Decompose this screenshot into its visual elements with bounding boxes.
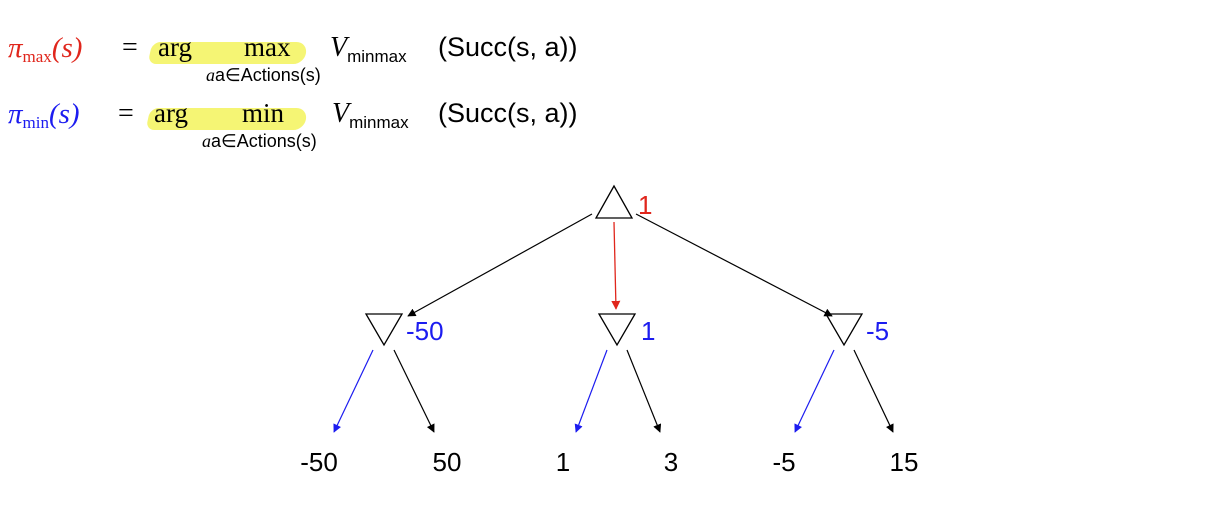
leaf-value: 3 <box>664 447 678 477</box>
edge-min1-to-leaf1-chosen <box>333 349 374 433</box>
edge-root-to-min3 <box>635 213 833 317</box>
edge-min3-to-leaf1-chosen <box>794 349 835 433</box>
root-max-node <box>594 184 634 219</box>
root-value-label: 1 <box>638 190 652 220</box>
leaf-value: -50 <box>300 447 338 477</box>
edge-min2-to-leaf2 <box>626 349 662 433</box>
min-node-1 <box>364 313 404 347</box>
arg-word: arg <box>158 32 192 62</box>
min-node-3 <box>824 313 864 347</box>
min-operator: min <box>242 98 285 128</box>
leaf-value: 1 <box>556 447 570 477</box>
v-minmax: Vminmax <box>330 32 407 66</box>
min-node-1-value: -50 <box>406 316 444 346</box>
leaf-value: 15 <box>890 447 919 477</box>
edge-root-to-min2-chosen <box>611 221 621 310</box>
leaf-value: -5 <box>772 447 795 477</box>
equals-sign: = <box>122 32 138 63</box>
succ-expression: (Succ(s, a)) <box>438 98 578 128</box>
leaf-value: 50 <box>433 447 462 477</box>
min-node-2-value: 1 <box>641 316 655 346</box>
argmax-subscript: aa∈Actions(s) <box>206 65 321 85</box>
succ-expression: (Succ(s, a)) <box>438 32 578 62</box>
pi-max-symbol: πmax(s) <box>8 32 83 66</box>
min-node-3-value: -5 <box>866 316 889 346</box>
v-minmax: Vminmax <box>332 98 409 132</box>
edge-min1-to-leaf2 <box>393 349 435 433</box>
arg-word: arg <box>154 98 188 128</box>
edge-min2-to-leaf1-chosen <box>574 349 608 433</box>
argmin-subscript: aa∈Actions(s) <box>202 131 317 151</box>
edge-min3-to-leaf2 <box>853 349 894 433</box>
pi-min-symbol: πmin(s) <box>8 98 80 132</box>
max-operator: max <box>244 32 291 62</box>
equals-sign: = <box>118 98 134 129</box>
min-node-2 <box>597 313 637 347</box>
edge-root-to-min1 <box>407 213 593 317</box>
